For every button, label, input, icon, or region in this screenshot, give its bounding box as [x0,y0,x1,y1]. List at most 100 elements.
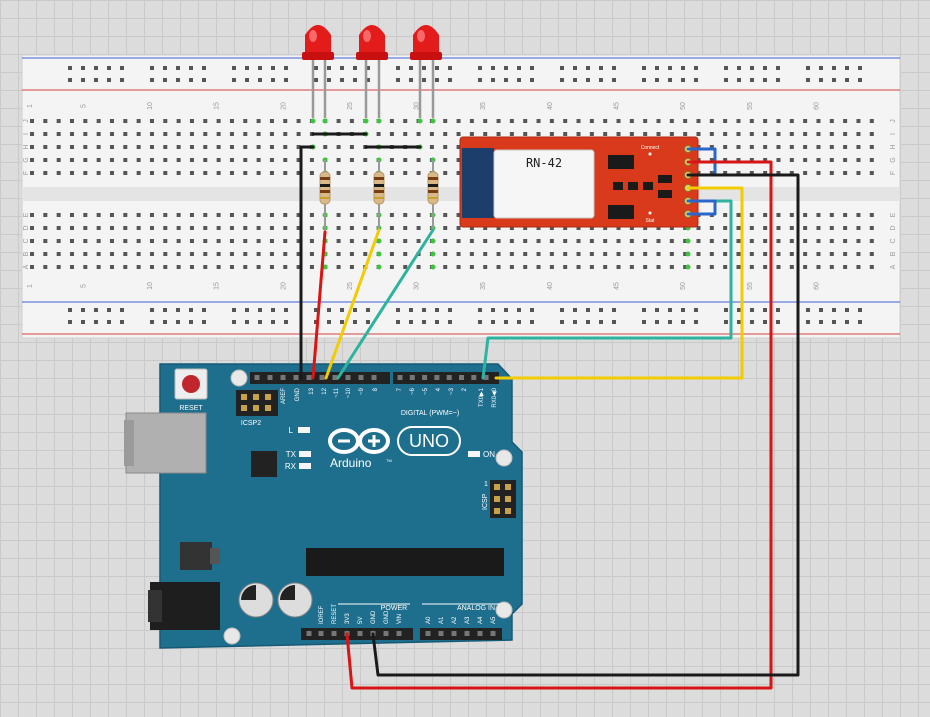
breadboard-hole[interactable] [669,119,674,123]
breadboard-hole[interactable] [776,265,781,269]
breadboard-hole[interactable] [696,132,701,136]
breadboard-hole[interactable] [469,119,474,123]
breadboard-hole[interactable] [229,239,234,243]
breadboard-hole[interactable] [149,171,154,175]
breadboard-hole[interactable] [456,252,461,256]
digital-pin[interactable] [319,375,325,380]
breadboard-hole[interactable] [749,239,754,243]
breadboard-hole[interactable] [763,132,768,136]
breadboard-hole[interactable] [56,132,61,136]
digital-pin[interactable] [397,375,403,380]
breadboard-hole[interactable] [563,119,568,123]
breadboard-hole[interactable] [816,265,821,269]
breadboard-hole[interactable] [816,226,821,230]
rail-hole[interactable] [258,66,262,70]
rail-hole[interactable] [530,308,534,312]
breadboard-hole[interactable] [643,226,648,230]
breadboard-hole[interactable] [776,132,781,136]
rail-hole[interactable] [340,308,344,312]
breadboard-hole[interactable] [176,213,181,217]
breadboard-hole[interactable] [163,252,168,256]
rail-hole[interactable] [858,78,862,82]
rail-hole[interactable] [366,78,370,82]
breadboard-hole[interactable] [523,252,528,256]
breadboard-hole[interactable] [843,265,848,269]
rail-hole[interactable] [530,66,534,70]
rail-hole[interactable] [599,320,603,324]
rail-hole[interactable] [163,78,167,82]
breadboard-hole[interactable] [776,226,781,230]
breadboard-hole[interactable] [43,171,48,175]
rail-hole[interactable] [422,320,426,324]
breadboard-hole[interactable] [829,132,834,136]
breadboard-hole[interactable] [176,132,181,136]
rail-hole[interactable] [573,78,577,82]
breadboard-hole[interactable] [549,226,554,230]
rail-hole[interactable] [435,78,439,82]
breadboard-hole[interactable] [536,252,541,256]
breadboard-hole[interactable] [243,239,248,243]
breadboard-hole[interactable] [603,265,608,269]
rail-hole[interactable] [491,320,495,324]
breadboard-hole[interactable] [229,265,234,269]
breadboard-hole[interactable] [483,252,488,256]
breadboard-hole[interactable] [403,119,408,123]
breadboard-hole[interactable] [736,132,741,136]
rail-hole[interactable] [258,308,262,312]
breadboard-hole[interactable] [856,252,861,256]
rail-hole[interactable] [668,78,672,82]
breadboard-hole[interactable] [96,158,101,162]
breadboard-hole[interactable] [616,252,621,256]
breadboard-hole[interactable] [643,239,648,243]
breadboard-hole[interactable] [603,239,608,243]
breadboard-hole[interactable] [869,213,874,217]
breadboard-hole[interactable] [269,239,274,243]
rail-hole[interactable] [271,308,275,312]
breadboard-hole[interactable] [749,145,754,149]
breadboard-hole[interactable] [589,119,594,123]
breadboard-hole[interactable] [683,132,688,136]
breadboard-hole[interactable] [723,213,728,217]
breadboard-hole[interactable] [869,158,874,162]
breadboard-hole[interactable] [283,213,288,217]
breadboard-hole[interactable] [669,252,674,256]
breadboard-hole[interactable] [816,171,821,175]
breadboard-hole[interactable] [763,226,768,230]
rail-hole[interactable] [573,66,577,70]
breadboard-hole[interactable] [283,226,288,230]
breadboard-hole[interactable] [736,145,741,149]
breadboard-hole[interactable] [363,171,368,175]
analog-pin[interactable] [425,631,431,636]
breadboard-hole[interactable] [123,158,128,162]
breadboard-hole[interactable] [203,239,208,243]
breadboard-hole[interactable] [803,239,808,243]
breadboard-hole[interactable] [656,119,661,123]
breadboard-hole[interactable] [803,132,808,136]
rail-hole[interactable] [435,308,439,312]
digital-pin[interactable] [409,375,415,380]
breadboard-hole[interactable] [469,239,474,243]
rail-hole[interactable] [94,66,98,70]
digital-pin[interactable] [459,375,464,380]
analog-pin[interactable] [490,631,496,636]
breadboard-hole[interactable] [603,132,608,136]
rail-hole[interactable] [694,308,698,312]
breadboard-hole[interactable] [69,132,74,136]
breadboard-hole[interactable] [30,119,34,123]
rail-hole[interactable] [81,308,85,312]
breadboard-hole[interactable] [56,158,61,162]
digital-pin[interactable] [345,375,351,380]
breadboard-hole[interactable] [789,171,794,175]
breadboard-hole[interactable] [816,132,821,136]
rail-hole[interactable] [353,78,357,82]
rail-hole[interactable] [845,78,849,82]
breadboard-hole[interactable] [56,226,61,230]
breadboard-hole[interactable] [843,158,848,162]
breadboard-hole[interactable] [629,265,634,269]
breadboard-hole[interactable] [136,252,141,256]
rail-hole[interactable] [694,66,698,70]
breadboard-hole[interactable] [96,239,101,243]
breadboard-hole[interactable] [723,145,728,149]
digital-pin[interactable] [332,375,338,380]
breadboard-hole[interactable] [109,119,114,123]
